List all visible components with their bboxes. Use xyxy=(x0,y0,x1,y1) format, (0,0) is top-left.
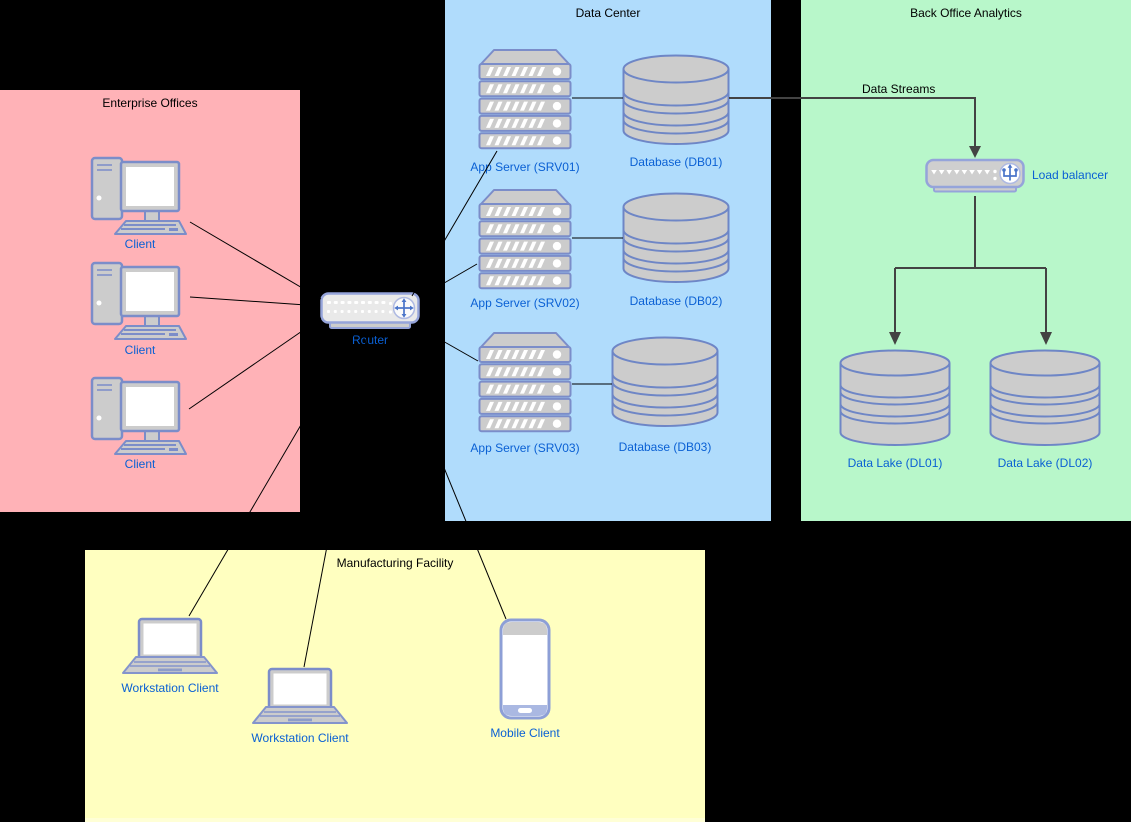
node-workstation-client-2[interactable] xyxy=(252,667,348,725)
zone-title-enterprise-offices: Enterprise Offices xyxy=(102,96,198,110)
node-app-server-srv02[interactable] xyxy=(478,187,572,291)
label-database-db03: Database (DB03) xyxy=(618,440,712,454)
label-client-3: Client xyxy=(124,457,156,471)
label-client-2: Client xyxy=(124,343,156,357)
node-workstation-client-1[interactable] xyxy=(122,617,218,675)
desktop-client-icon xyxy=(88,154,192,236)
desktop-client-icon xyxy=(88,259,192,341)
label-app-server-srv03: App Server (SRV03) xyxy=(470,441,580,455)
database-icon xyxy=(622,54,730,146)
label-load-balancer: Load balancer xyxy=(1032,168,1109,182)
data-lake-icon xyxy=(839,349,951,447)
node-app-server-srv01[interactable] xyxy=(478,47,572,151)
node-app-server-srv03[interactable] xyxy=(478,330,572,434)
rack-server-icon xyxy=(478,330,572,434)
label-router: Router xyxy=(351,333,389,347)
zone-title-back-office-analytics: Back Office Analytics xyxy=(910,6,1022,20)
label-database-db02: Database (DB02) xyxy=(629,294,723,308)
node-client-3[interactable] xyxy=(88,374,192,456)
edge-label-data-streams: Data Streams xyxy=(862,82,936,96)
rack-server-icon xyxy=(478,47,572,151)
node-data-lake-dl02[interactable] xyxy=(989,349,1101,447)
node-client-2[interactable] xyxy=(88,259,192,341)
laptop-icon xyxy=(252,667,348,725)
data-lake-icon xyxy=(989,349,1101,447)
node-client-1[interactable] xyxy=(88,154,192,236)
label-workstation-client-2: Workstation Client xyxy=(251,731,349,745)
smartphone-icon xyxy=(499,618,551,720)
rack-server-icon xyxy=(478,187,572,291)
zone-title-data-center: Data Center xyxy=(575,6,641,20)
label-workstation-client-1: Workstation Client xyxy=(121,681,219,695)
label-app-server-srv02: App Server (SRV02) xyxy=(470,296,580,310)
label-data-lake-dl02: Data Lake (DL02) xyxy=(997,456,1093,470)
node-router[interactable] xyxy=(320,291,420,333)
desktop-client-icon xyxy=(88,374,192,456)
zone-title-manufacturing-facility: Manufacturing Facility xyxy=(336,556,454,570)
label-client-1: Client xyxy=(124,237,156,251)
label-app-server-srv01: App Server (SRV01) xyxy=(470,160,580,174)
node-database-db03[interactable] xyxy=(611,336,719,428)
node-mobile-client[interactable] xyxy=(499,618,551,720)
label-mobile-client: Mobile Client xyxy=(490,726,560,740)
node-database-db02[interactable] xyxy=(622,192,730,284)
label-data-lake-dl01: Data Lake (DL01) xyxy=(847,456,943,470)
node-load-balancer[interactable] xyxy=(925,158,1025,196)
database-icon xyxy=(622,192,730,284)
laptop-icon xyxy=(122,617,218,675)
node-data-lake-dl01[interactable] xyxy=(839,349,951,447)
load-balancer-icon xyxy=(925,158,1025,196)
database-icon xyxy=(611,336,719,428)
label-database-db01: Database (DB01) xyxy=(629,155,723,169)
router-icon xyxy=(320,291,420,333)
zone-manufacturing-bottom-strip xyxy=(85,818,705,822)
node-database-db01[interactable] xyxy=(622,54,730,146)
